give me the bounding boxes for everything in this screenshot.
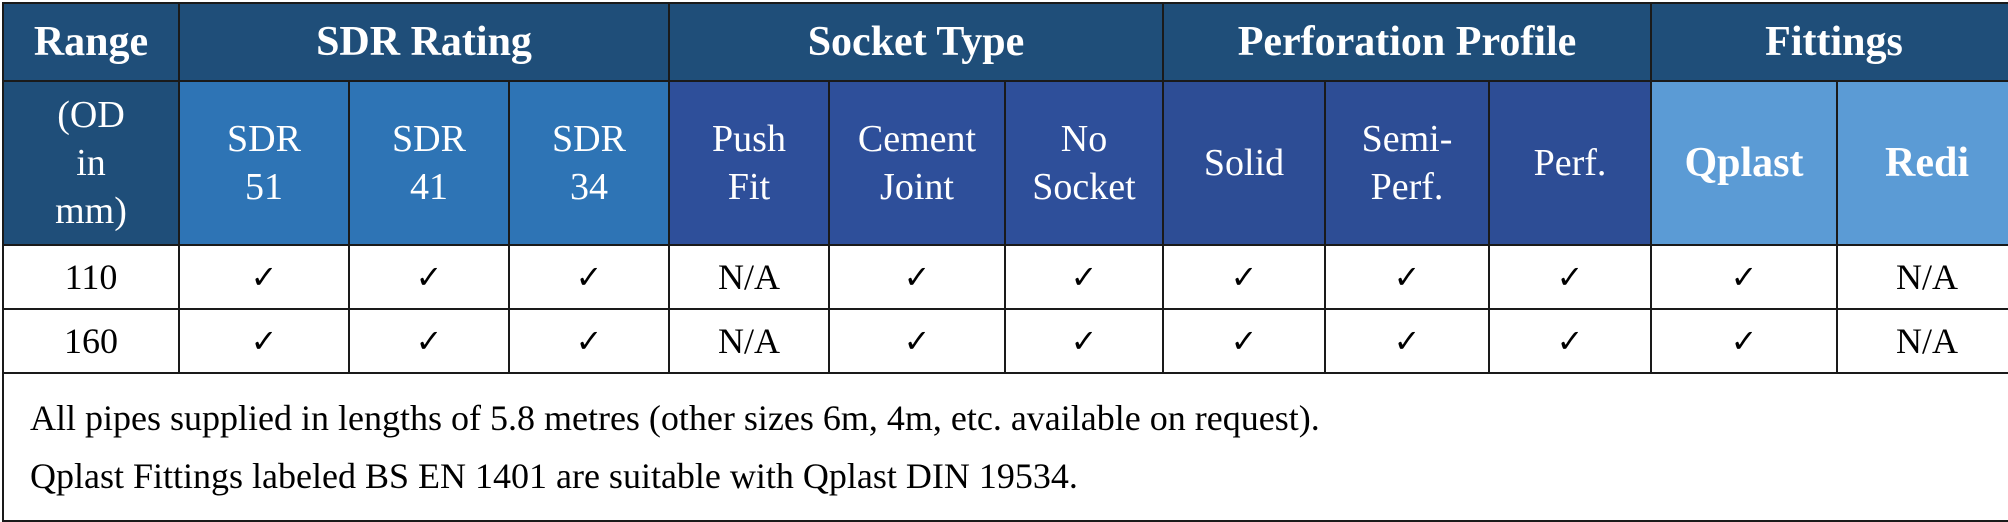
subheader-perf: Perf. bbox=[1488, 80, 1652, 246]
table-cell: ✓ bbox=[1324, 244, 1490, 310]
table-cell: ✓ bbox=[178, 244, 350, 310]
table-cell: N/A bbox=[668, 244, 830, 310]
range-cell: 160 bbox=[2, 308, 180, 374]
table-cell: ✓ bbox=[828, 308, 1006, 374]
table-row: 110 ✓ ✓ ✓ N/A ✓ ✓ ✓ ✓ ✓ ✓ N/A bbox=[2, 244, 2008, 310]
header-perforation-profile: Perforation Profile bbox=[1162, 2, 1652, 82]
table-cell: ✓ bbox=[1488, 308, 1652, 374]
note-fittings: Qplast Fittings labeled BS EN 1401 are s… bbox=[30, 456, 1078, 496]
range-cell: 110 bbox=[2, 244, 180, 310]
table-cell: ✓ bbox=[1162, 308, 1326, 374]
notes-cell: All pipes supplied in lengths of 5.8 met… bbox=[1, 372, 2008, 522]
header-socket-type: Socket Type bbox=[668, 2, 1164, 82]
subheader-sdr41: SDR 41 bbox=[348, 80, 510, 246]
table-cell: ✓ bbox=[178, 308, 350, 374]
subheader-cement-joint: Cement Joint bbox=[828, 80, 1006, 246]
subheader-range-unit: (OD in mm) bbox=[2, 80, 180, 246]
subheader-redi: Redi bbox=[1835, 80, 2008, 246]
subheader-sdr34: SDR 34 bbox=[508, 80, 670, 246]
header-row: Range SDR Rating Socket Type Perforation… bbox=[2, 2, 2008, 82]
note-lengths: All pipes supplied in lengths of 5.8 met… bbox=[30, 398, 1320, 438]
table-cell: N/A bbox=[668, 308, 830, 374]
header-sdr-rating: SDR Rating bbox=[178, 2, 670, 82]
table-cell: ✓ bbox=[1650, 308, 1838, 374]
table-cell: ✓ bbox=[1162, 244, 1326, 310]
notes-row: All pipes supplied in lengths of 5.8 met… bbox=[1, 372, 2008, 522]
table-cell: ✓ bbox=[508, 244, 670, 310]
table-cell: ✓ bbox=[828, 244, 1006, 310]
subheader-row: (OD in mm) SDR 51 SDR 41 SDR 34 Push Fit… bbox=[2, 80, 2008, 246]
table-row: 160 ✓ ✓ ✓ N/A ✓ ✓ ✓ ✓ ✓ ✓ N/A bbox=[2, 308, 2008, 374]
subheader-solid: Solid bbox=[1162, 80, 1326, 246]
table-cell: ✓ bbox=[348, 244, 510, 310]
subheader-semi-perf: Semi-Perf. bbox=[1324, 80, 1490, 246]
table-cell: ✓ bbox=[1004, 244, 1164, 310]
table-cell: ✓ bbox=[348, 308, 510, 374]
table-cell: N/A bbox=[1835, 308, 2008, 374]
header-fittings: Fittings bbox=[1649, 2, 2008, 82]
table-cell: ✓ bbox=[1324, 308, 1490, 374]
table-cell: ✓ bbox=[1650, 244, 1838, 310]
table-cell: ✓ bbox=[1488, 244, 1652, 310]
subheader-qplast: Qplast bbox=[1650, 80, 1838, 246]
subheader-no-socket: No Socket bbox=[1004, 80, 1164, 246]
header-range: Range bbox=[2, 2, 180, 82]
table-cell: ✓ bbox=[1004, 308, 1164, 374]
subheader-sdr51: SDR 51 bbox=[178, 80, 350, 246]
subheader-push-fit: Push Fit bbox=[668, 80, 830, 246]
table-cell: ✓ bbox=[508, 308, 670, 374]
table-cell: N/A bbox=[1835, 244, 2008, 310]
